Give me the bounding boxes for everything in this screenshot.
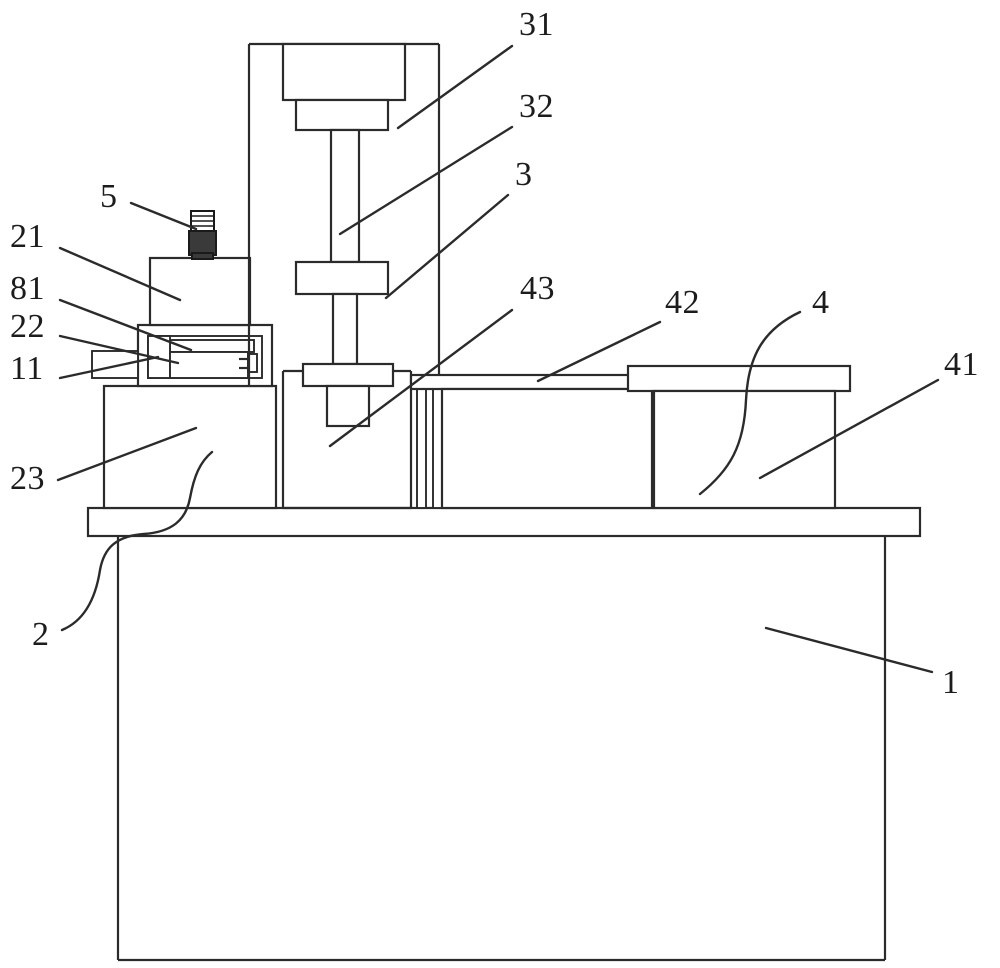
ram-lower-stem bbox=[331, 292, 359, 366]
reference-number-11: 11 bbox=[10, 350, 44, 387]
fitting-base-flange bbox=[191, 252, 214, 260]
upper-ram-collar bbox=[294, 98, 390, 132]
leader-line-5 bbox=[129, 201, 198, 231]
reference-number-23: 23 bbox=[10, 460, 45, 497]
reference-number-3: 3 bbox=[515, 156, 533, 193]
reference-number-41: 41 bbox=[944, 346, 979, 383]
work-deck-box bbox=[440, 387, 654, 510]
right-fixture-group bbox=[626, 364, 852, 510]
left-support-block bbox=[102, 384, 278, 510]
reference-number-22: 22 bbox=[10, 308, 45, 345]
lower-ram-collar bbox=[294, 260, 390, 296]
machine-base-group bbox=[116, 534, 887, 962]
press-top-cap bbox=[281, 42, 407, 102]
right-cap-plate bbox=[626, 364, 852, 393]
leader-line-1 bbox=[764, 626, 934, 674]
leader-lines-group bbox=[56, 44, 940, 674]
leader-line-23 bbox=[56, 426, 198, 482]
reference-number-32: 32 bbox=[519, 88, 554, 125]
leader-line-81 bbox=[58, 298, 193, 352]
ram-rod bbox=[329, 128, 361, 264]
leader-line-32 bbox=[338, 125, 514, 236]
center-die-block-group bbox=[281, 369, 413, 510]
leader-curve-2 bbox=[60, 450, 214, 632]
leader-line-42 bbox=[536, 320, 662, 383]
reference-number-2: 2 bbox=[32, 616, 50, 653]
reference-number-21: 21 bbox=[10, 218, 45, 255]
ram-assembly-group bbox=[281, 42, 407, 428]
leader-line-21 bbox=[58, 246, 182, 302]
leader-line-3 bbox=[384, 193, 510, 300]
work-deck-group bbox=[409, 373, 654, 510]
table-top-plate-group bbox=[86, 506, 922, 538]
clamp-slide-body bbox=[169, 351, 249, 379]
work-deck-plate bbox=[409, 373, 654, 391]
leader-line-11 bbox=[58, 355, 160, 380]
conveyor-rail-right bbox=[432, 380, 443, 509]
threaded-fitting-group bbox=[188, 210, 217, 260]
drive-head-block-group bbox=[148, 256, 252, 327]
reference-number-4: 4 bbox=[812, 284, 830, 321]
leader-line-43 bbox=[328, 308, 514, 448]
reference-number-42: 42 bbox=[665, 284, 700, 321]
reference-number-81: 81 bbox=[10, 270, 45, 307]
conveyor-rail-left bbox=[416, 380, 427, 509]
leader-line-41 bbox=[758, 378, 940, 480]
leader-curve-4 bbox=[698, 310, 802, 496]
leader-line-22 bbox=[58, 334, 180, 365]
left-support-block-group bbox=[102, 384, 278, 510]
punch-die bbox=[325, 384, 371, 428]
clamp-assembly-group bbox=[91, 323, 274, 388]
table-top-plate bbox=[86, 506, 922, 538]
fitting-body bbox=[188, 230, 217, 256]
reference-number-31: 31 bbox=[519, 6, 554, 43]
punch-mount-plate bbox=[301, 362, 395, 388]
reference-number-1: 1 bbox=[942, 664, 960, 701]
reference-number-5: 5 bbox=[100, 178, 118, 215]
conveyor-rails-group bbox=[416, 380, 443, 509]
left-stop-nub bbox=[91, 350, 139, 379]
reference-number-43: 43 bbox=[520, 270, 555, 307]
leader-line-31 bbox=[396, 44, 514, 130]
drive-head-block bbox=[148, 256, 252, 327]
